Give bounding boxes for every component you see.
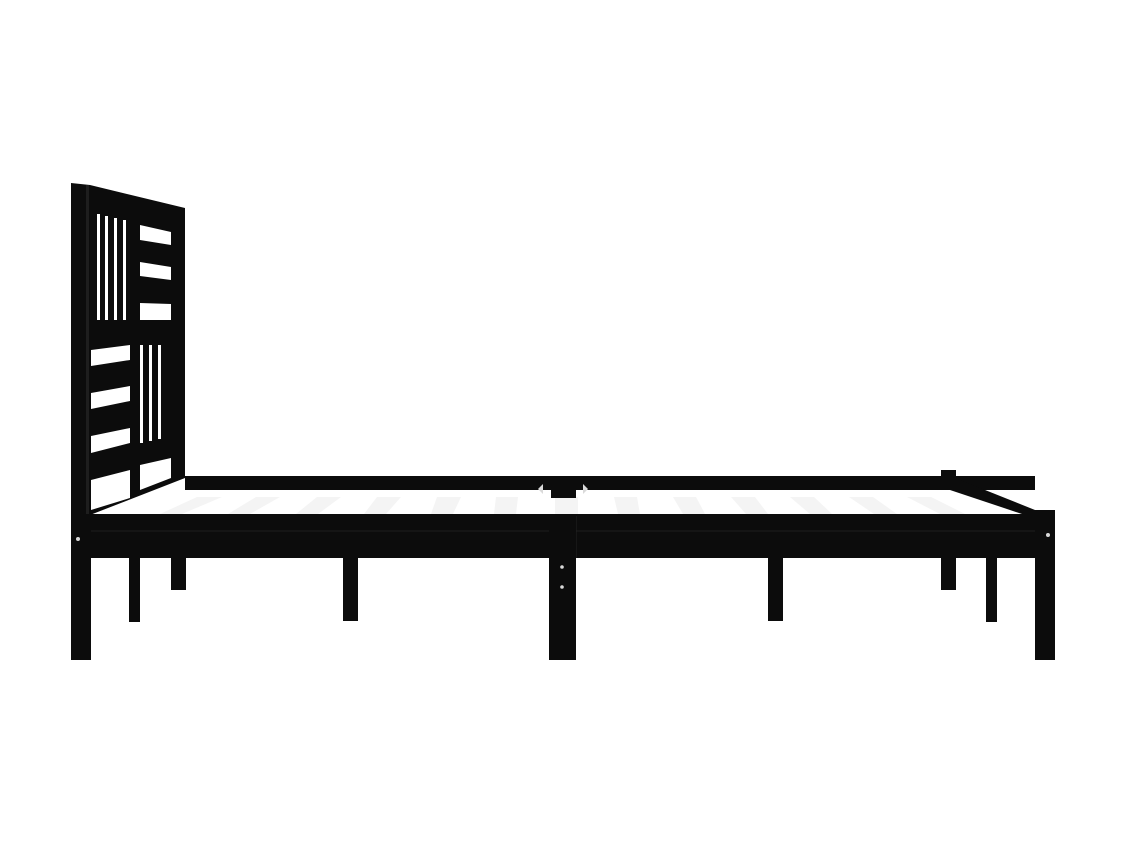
far-leg [343,555,358,621]
headboard-gap [140,262,171,280]
near-leg-head [71,514,91,660]
headboard-gap [158,345,161,439]
screw [560,585,564,589]
slat [364,497,401,514]
headboard-gap [123,220,126,320]
headboard-gap [105,216,108,320]
far-side-legs [129,555,997,622]
headboard [71,183,185,660]
slat [790,497,832,514]
bracket-hardware [583,484,588,494]
slat [228,497,280,514]
slat [494,497,518,514]
headboard-gap [97,214,100,320]
far-leg [171,555,186,590]
headboard-gap [140,303,171,320]
bracket-hardware [538,484,543,494]
headboard-gap [91,470,130,510]
far-leg [768,555,783,621]
slat [731,497,768,514]
screw [560,565,564,569]
slat [673,497,705,514]
near-leg-foot [1035,510,1055,660]
slat [849,497,897,514]
center-brackets [538,484,588,494]
slat [160,497,222,514]
headboard-gap [91,345,130,366]
screw-heads [76,533,1050,589]
far-leg [986,555,997,622]
slat [431,497,461,514]
slat [614,497,640,514]
screw [76,537,80,541]
headboard-gap [149,345,152,441]
headboard-gap [114,218,117,320]
far-side-rail [185,476,1035,490]
slat [907,497,965,514]
headboard-gap [140,345,143,443]
center-support-top [551,476,576,498]
headboard-gap [91,386,130,409]
headboard-gap [140,458,171,490]
far-leg [941,555,956,590]
slat [296,497,341,514]
screw [1046,533,1050,537]
foot-post-top [941,470,956,480]
headboard-gap [91,428,130,453]
slat [555,497,578,514]
foot-board [950,476,1040,520]
headboard-post-highlight [86,185,89,660]
far-leg [129,555,140,622]
headboard-gap [140,225,171,245]
slats [160,497,965,514]
